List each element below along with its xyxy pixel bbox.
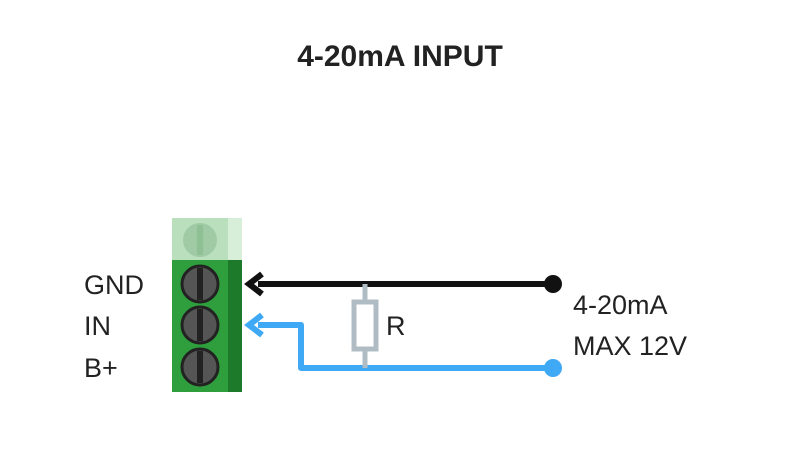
signal-wire-terminal-dot (544, 359, 562, 377)
terminal-block (172, 260, 242, 392)
gnd-wire (244, 271, 562, 297)
screw-gnd (180, 264, 220, 304)
source-label-range: 4-20mA (573, 290, 668, 320)
terminal-block-unused-slot (172, 218, 242, 260)
gnd-wire-terminal-dot (544, 275, 562, 293)
diagram-title: 4-20mA INPUT (297, 40, 503, 73)
label-bplus: B+ (84, 353, 118, 383)
signal-wire (244, 312, 562, 377)
resistor (351, 284, 379, 368)
label-in: IN (84, 311, 111, 341)
label-gnd: GND (84, 270, 144, 300)
screw-in (180, 305, 220, 345)
source-label-max-voltage: MAX 12V (573, 331, 687, 361)
screw-bplus (180, 347, 220, 387)
resistor-label: R (386, 311, 406, 341)
